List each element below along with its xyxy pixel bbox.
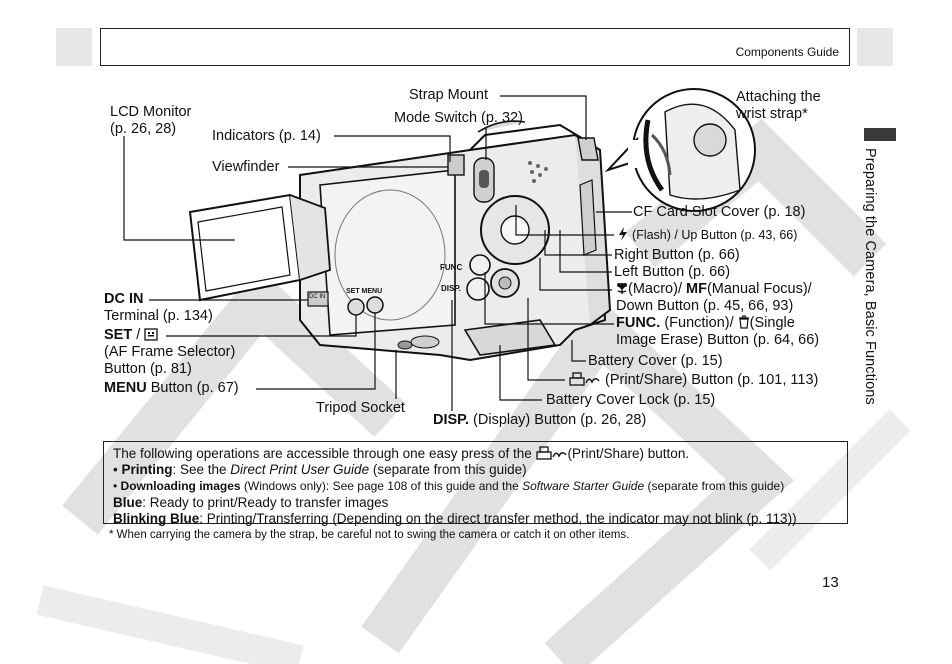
- label-mode-switch: Mode Switch (p. 32): [394, 110, 523, 126]
- af-frame-selector-icon: [144, 328, 158, 341]
- label-set-button: SET / (AF Frame Selector) Button (p. 81): [104, 327, 236, 377]
- camera-set-menu-mark: SET MENU: [346, 288, 383, 295]
- trash-icon: [738, 315, 749, 329]
- camera-disp-mark: DISP.: [441, 284, 461, 293]
- label-attaching-strap: Attaching the wrist strap*: [736, 89, 821, 122]
- label-left-button: Left Button (p. 66): [614, 264, 731, 280]
- footnote: * When carrying the camera by the strap,…: [109, 529, 630, 541]
- label-tripod-socket: Tripod Socket: [316, 400, 405, 416]
- info-intro: The following operations are accessible …: [113, 446, 690, 461]
- label-dc-in-terminal: DC IN Terminal (p. 134): [104, 291, 213, 324]
- camera-func-mark: FUNC: [440, 263, 463, 272]
- page-number: 13: [822, 574, 839, 591]
- header-square-right: [857, 28, 893, 66]
- header-band: Components Guide: [100, 28, 850, 66]
- camera-dcin-mark: DC IN: [309, 294, 326, 300]
- section-tab-label: Preparing the Camera, Basic Functions: [862, 148, 878, 405]
- print-share-icon: [535, 446, 567, 460]
- info-blinking-blue: Blinking Blue: Printing/Transferring (De…: [113, 510, 797, 526]
- label-disp-button: DISP. (Display) Button (p. 26, 28): [433, 412, 647, 428]
- label-print-share-button: (Print/Share) Button (p. 101, 113): [569, 372, 818, 389]
- header-title: Components Guide: [735, 45, 839, 59]
- flash-icon: [619, 227, 627, 241]
- print-share-icon: [569, 372, 600, 386]
- label-menu-button: MENU Button (p. 67): [104, 380, 239, 396]
- label-battery-cover: Battery Cover (p. 15): [588, 353, 723, 369]
- label-strap-mount: Strap Mount: [409, 87, 488, 103]
- print-share-info-box: The following operations are accessible …: [103, 441, 848, 526]
- label-viewfinder: Viewfinder: [212, 159, 280, 175]
- label-macro-mf-down-button: (Macro)/ MF(Manual Focus)/ Down Button (…: [616, 281, 812, 314]
- label-battery-cover-lock: Battery Cover Lock (p. 15): [546, 392, 716, 408]
- info-bullet-printing: • Printing: See the Direct Print User Gu…: [113, 462, 527, 478]
- label-lcd-monitor: LCD Monitor (p. 26, 28): [110, 104, 192, 137]
- macro-flower-icon: [617, 283, 627, 294]
- label-cf-card-slot-cover: CF Card Slot Cover (p. 18): [633, 204, 806, 220]
- label-right-button: Right Button (p. 66): [614, 247, 740, 263]
- label-flash-up-button: (Flash) / Up Button (p. 43, 66): [618, 227, 797, 244]
- section-tab-marker: [864, 128, 896, 141]
- label-func-erase-button: FUNC. (Function)/ (Single Image Erase) B…: [616, 315, 820, 348]
- header-square-left: [56, 28, 92, 66]
- info-blue: Blue: Ready to print/Ready to transfer i…: [113, 494, 389, 510]
- info-bullet-downloading: • Downloading images (Windows only): See…: [113, 479, 785, 494]
- label-indicators: Indicators (p. 14): [212, 128, 321, 144]
